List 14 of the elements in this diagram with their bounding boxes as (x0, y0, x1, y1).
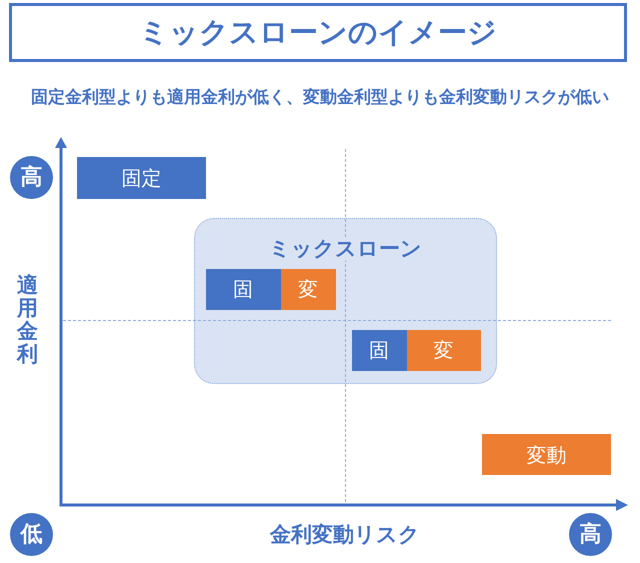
rate-box: 固定 (77, 157, 206, 199)
axis-label: 金利変動リスク (270, 523, 420, 547)
rate-segment: 固 (352, 330, 406, 370)
axis-label: 適用金利 (17, 274, 38, 366)
rate-segment: 固 (206, 268, 280, 310)
rounded-group-box (194, 218, 497, 384)
rate-box: 変動 (482, 434, 611, 475)
subtitle-text: 固定金利型よりも適用金利が低く、変動金利型よりも金利変動リスクが低い (31, 88, 609, 108)
level-circle: 低 (10, 513, 53, 556)
title-banner: ミックスローンのイメージ (9, 3, 627, 62)
level-circle: 高 (569, 513, 612, 556)
rate-segment: 変 (406, 330, 480, 370)
rate-segment: 変 (280, 268, 336, 310)
level-circle: 高 (10, 156, 53, 199)
